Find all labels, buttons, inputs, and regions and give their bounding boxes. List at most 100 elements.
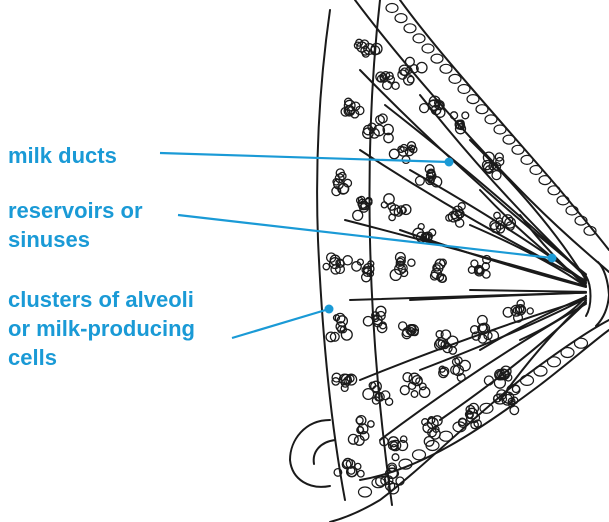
alveolus — [420, 104, 429, 113]
fat-cell — [467, 95, 479, 104]
alveoli-cluster — [450, 112, 468, 134]
fat-cell — [431, 54, 443, 63]
fat-cell — [386, 4, 398, 13]
fat-cell — [521, 155, 533, 164]
alveolus — [449, 347, 456, 354]
alveolus — [492, 171, 501, 180]
alveolus — [352, 262, 361, 271]
alveoli-clusters — [323, 39, 533, 494]
clusters-label-line-1: clusters of alveoli — [8, 285, 195, 314]
alveolus — [406, 57, 415, 66]
alveolus — [363, 389, 374, 400]
fat-layer-bottom — [360, 330, 609, 480]
alveoli-cluster — [332, 373, 357, 391]
fat-cell — [557, 196, 569, 205]
alveoli-cluster — [354, 39, 382, 57]
fat-cell — [440, 64, 452, 73]
alveolus — [400, 386, 409, 395]
fat-cell — [575, 338, 588, 348]
alveoli-cluster — [413, 224, 436, 243]
alveolus — [401, 436, 407, 442]
alveoli-cluster — [416, 165, 442, 187]
fat-cell — [440, 431, 453, 441]
alveolus — [416, 176, 425, 185]
alveolus — [376, 116, 385, 125]
fat-cell — [413, 450, 426, 460]
alveoli-cluster — [390, 253, 415, 281]
fat-cell — [449, 74, 461, 83]
alveoli-cluster — [398, 57, 427, 85]
alveolus — [399, 322, 407, 330]
alveoli-cluster — [341, 98, 364, 118]
alveolus — [341, 385, 348, 392]
alveolus — [453, 358, 460, 365]
fat-cell — [494, 125, 506, 134]
alveolus — [381, 202, 387, 208]
alveoli-cluster — [323, 253, 352, 274]
alveoli-cluster — [422, 416, 442, 446]
fat-cell — [476, 105, 488, 114]
alveoli-cluster — [503, 300, 533, 322]
clusters-label-line-3: cells — [8, 343, 195, 372]
fat-cell — [359, 487, 372, 497]
milk-ducts-pointer — [445, 158, 454, 167]
alveolus — [471, 260, 478, 267]
fat-cell — [548, 186, 560, 195]
reservoirs-label-line-1: reservoirs or — [8, 196, 143, 225]
reservoirs-label: reservoirs or sinuses — [8, 196, 143, 254]
fat-cell — [521, 375, 534, 385]
nipple — [596, 262, 609, 326]
fat-cell — [512, 145, 524, 154]
fat-cell — [485, 115, 497, 124]
alveoli-cluster — [399, 322, 419, 339]
alveolus — [363, 317, 372, 326]
clusters-leader — [232, 309, 329, 338]
alveolus — [462, 112, 469, 119]
fat-cell — [539, 176, 551, 185]
alveolus — [368, 421, 374, 427]
alveolus — [358, 470, 365, 477]
fat-cell — [458, 85, 470, 94]
alveoli-cluster — [490, 212, 516, 233]
alveolus — [343, 256, 352, 265]
fat-cell — [422, 44, 434, 53]
fat-cell — [395, 14, 407, 23]
alveoli-cluster — [332, 169, 352, 196]
alveoli-cluster — [376, 72, 399, 90]
fat-cell — [404, 24, 416, 33]
alveolus — [527, 308, 533, 314]
alveolus — [506, 222, 514, 230]
alveolus — [408, 259, 415, 266]
alveoli-cluster — [326, 313, 352, 341]
alveolus — [436, 331, 443, 338]
clusters-pointer — [325, 305, 334, 314]
fat-cell — [503, 135, 515, 144]
alveolus — [392, 454, 399, 461]
alveolus — [494, 212, 500, 218]
alveolus — [411, 391, 418, 398]
alveolus — [323, 263, 329, 269]
alveoli-cluster — [381, 194, 411, 221]
milk-ducts-label: milk ducts — [8, 141, 117, 170]
chest-wall-outer — [317, 10, 345, 500]
alveolus — [510, 406, 519, 415]
alveolus — [355, 463, 361, 469]
alveoli-cluster — [400, 373, 430, 398]
fat-cell — [413, 34, 425, 43]
clusters-label: clusters of alveoli or milk-producing ce… — [8, 285, 195, 372]
alveoli-cluster — [348, 416, 374, 446]
alveolus — [401, 68, 408, 75]
alveolus — [392, 82, 399, 89]
reservoirs-label-line-2: sinuses — [8, 225, 143, 254]
reservoirs-pointer — [548, 254, 557, 263]
fat-cell — [548, 357, 561, 367]
milk-duct — [420, 298, 586, 370]
milk-duct — [470, 290, 586, 292]
alveoli-cluster — [431, 259, 447, 282]
fat-cell — [561, 348, 574, 358]
alveoli-cluster — [363, 114, 394, 143]
clusters-label-line-2: or milk-producing — [8, 314, 195, 343]
fat-cell — [530, 166, 542, 175]
